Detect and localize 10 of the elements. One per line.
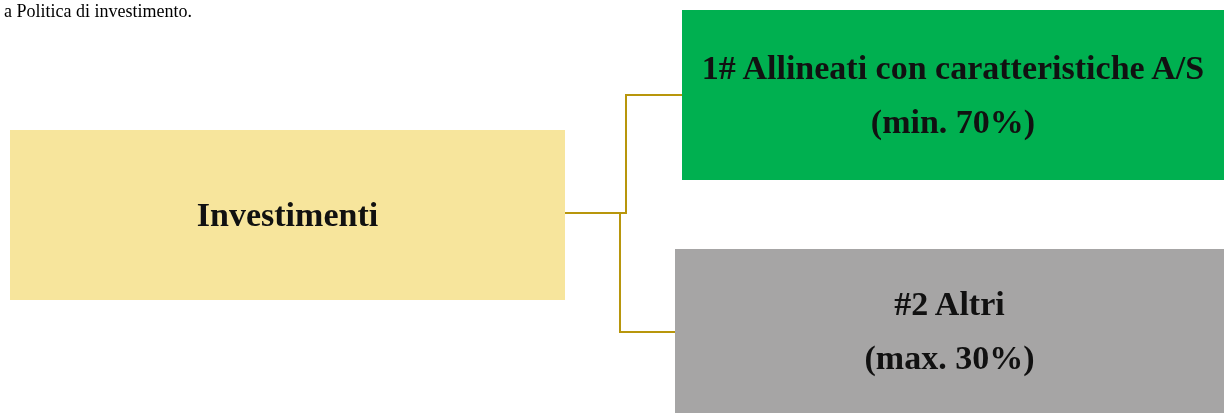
connector-line (564, 212, 676, 333)
box-label: #2 Altri (894, 284, 1005, 324)
box-label: (min. 70%) (870, 102, 1036, 142)
category-box (10, 130, 565, 300)
box-label: Investimenti (196, 195, 379, 235)
box-label: 1# Allineati con caratteristiche A/S (701, 48, 1205, 88)
category-box (682, 10, 1224, 180)
note-text: a Politica di investimento. (4, 0, 192, 22)
category-box (675, 249, 1224, 413)
box-label: (max. 30%) (864, 338, 1035, 378)
